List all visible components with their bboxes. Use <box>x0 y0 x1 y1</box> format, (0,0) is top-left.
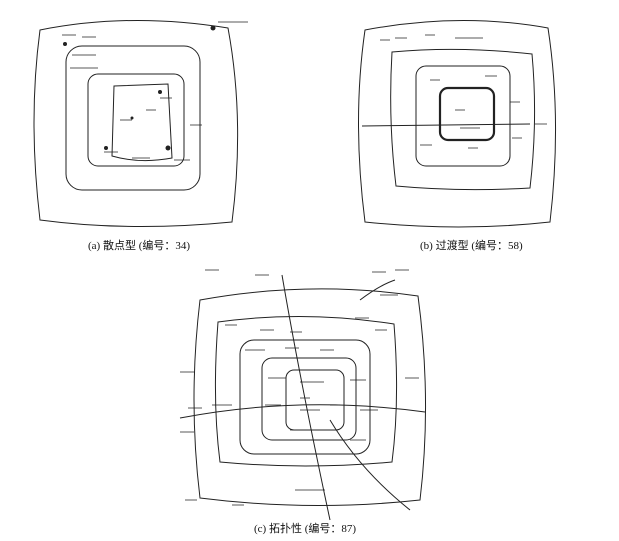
figure-caption-a: (a) 散点型 (编号：34) <box>88 240 191 252</box>
scatter-points <box>63 25 216 151</box>
sketch-map-c <box>179 269 427 521</box>
handwritten-labels <box>380 34 547 149</box>
sketch-map-a <box>33 20 248 228</box>
handwritten-labels <box>180 269 419 506</box>
figure-caption-c: (c) 拓扑性 (编号：87) <box>254 523 357 535</box>
handwritten-labels <box>62 21 248 161</box>
sketch-map-b <box>358 20 557 228</box>
figure-caption-b: (b) 过渡型 (编号：58) <box>420 240 523 252</box>
